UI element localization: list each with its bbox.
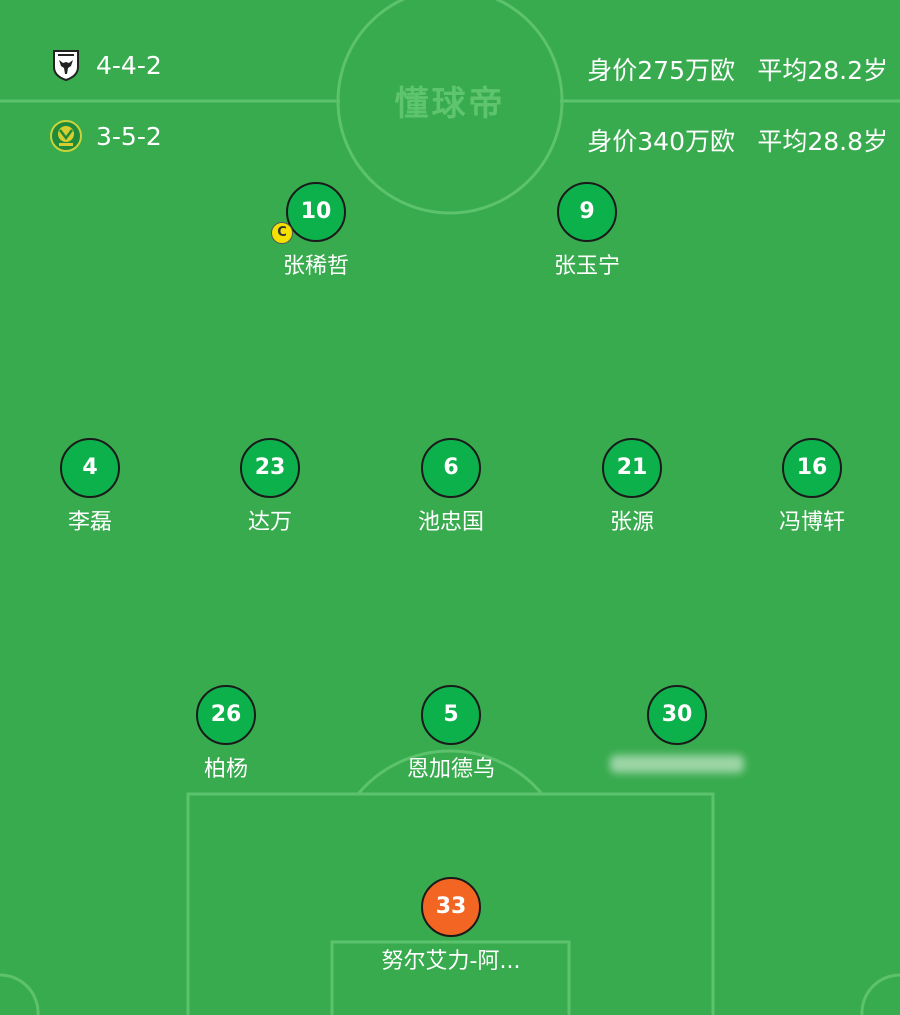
player-name: 冯博轩 xyxy=(778,510,845,535)
player-number: 30 xyxy=(647,685,707,745)
player-name: 张玉宁 xyxy=(553,254,620,279)
player-33-goalkeeper[interactable]: 33 努尔艾力-阿... xyxy=(361,877,541,975)
player-9[interactable]: 9 张玉宁 xyxy=(497,182,677,280)
home-team-summary: 4-4-2 身价275万欧 平均28.2岁 xyxy=(0,40,900,90)
player-4[interactable]: 4 李磊 xyxy=(0,438,180,536)
away-team-value: 身价340万欧 xyxy=(587,127,735,156)
player-number: 6 xyxy=(421,438,481,498)
player-16[interactable]: 16 冯博轩 xyxy=(722,438,900,536)
player-name-obscured xyxy=(587,751,767,777)
captain-badge: C xyxy=(271,222,293,244)
player-23[interactable]: 23 达万 xyxy=(180,438,360,536)
blurred-name-placeholder xyxy=(610,755,744,773)
player-name: 张稀哲 xyxy=(282,254,349,279)
player-30[interactable]: 30 xyxy=(587,685,767,777)
away-average-age: 平均28.8岁 xyxy=(757,127,888,156)
player-21[interactable]: 21 张源 xyxy=(542,438,722,536)
bull-crest-icon xyxy=(53,50,79,81)
player-name: 达万 xyxy=(247,510,292,535)
player-number: 9 xyxy=(557,182,617,242)
away-team-summary: 3-5-2 身价340万欧 平均28.8岁 xyxy=(0,111,900,161)
dongqiudi-watermark: 懂球帝 xyxy=(394,84,506,124)
player-number: 10 xyxy=(286,182,346,242)
player-name: 恩加德乌 xyxy=(406,757,495,782)
guoan-crest-icon xyxy=(50,120,82,152)
player-name: 李磊 xyxy=(67,510,112,535)
player-name: 柏杨 xyxy=(203,757,248,782)
player-number: 4 xyxy=(60,438,120,498)
player-name: 池忠国 xyxy=(417,510,484,535)
player-number: 33 xyxy=(421,877,481,937)
player-number: 23 xyxy=(240,438,300,498)
player-number: 26 xyxy=(196,685,256,745)
home-average-age: 平均28.2岁 xyxy=(757,56,888,85)
home-formation: 4-4-2 xyxy=(96,51,162,80)
player-name: 张源 xyxy=(609,510,654,535)
player-name: 努尔艾力-阿... xyxy=(381,949,521,974)
player-6[interactable]: 6 池忠国 xyxy=(361,438,541,536)
player-5[interactable]: 5 恩加德乌 xyxy=(361,685,541,783)
away-formation: 3-5-2 xyxy=(96,122,162,151)
home-team-value: 身价275万欧 xyxy=(587,56,735,85)
player-number: 5 xyxy=(421,685,481,745)
player-number: 16 xyxy=(782,438,842,498)
player-10[interactable]: 10 C 张稀哲 xyxy=(226,182,406,280)
player-26[interactable]: 26 柏杨 xyxy=(136,685,316,783)
player-number: 21 xyxy=(602,438,662,498)
